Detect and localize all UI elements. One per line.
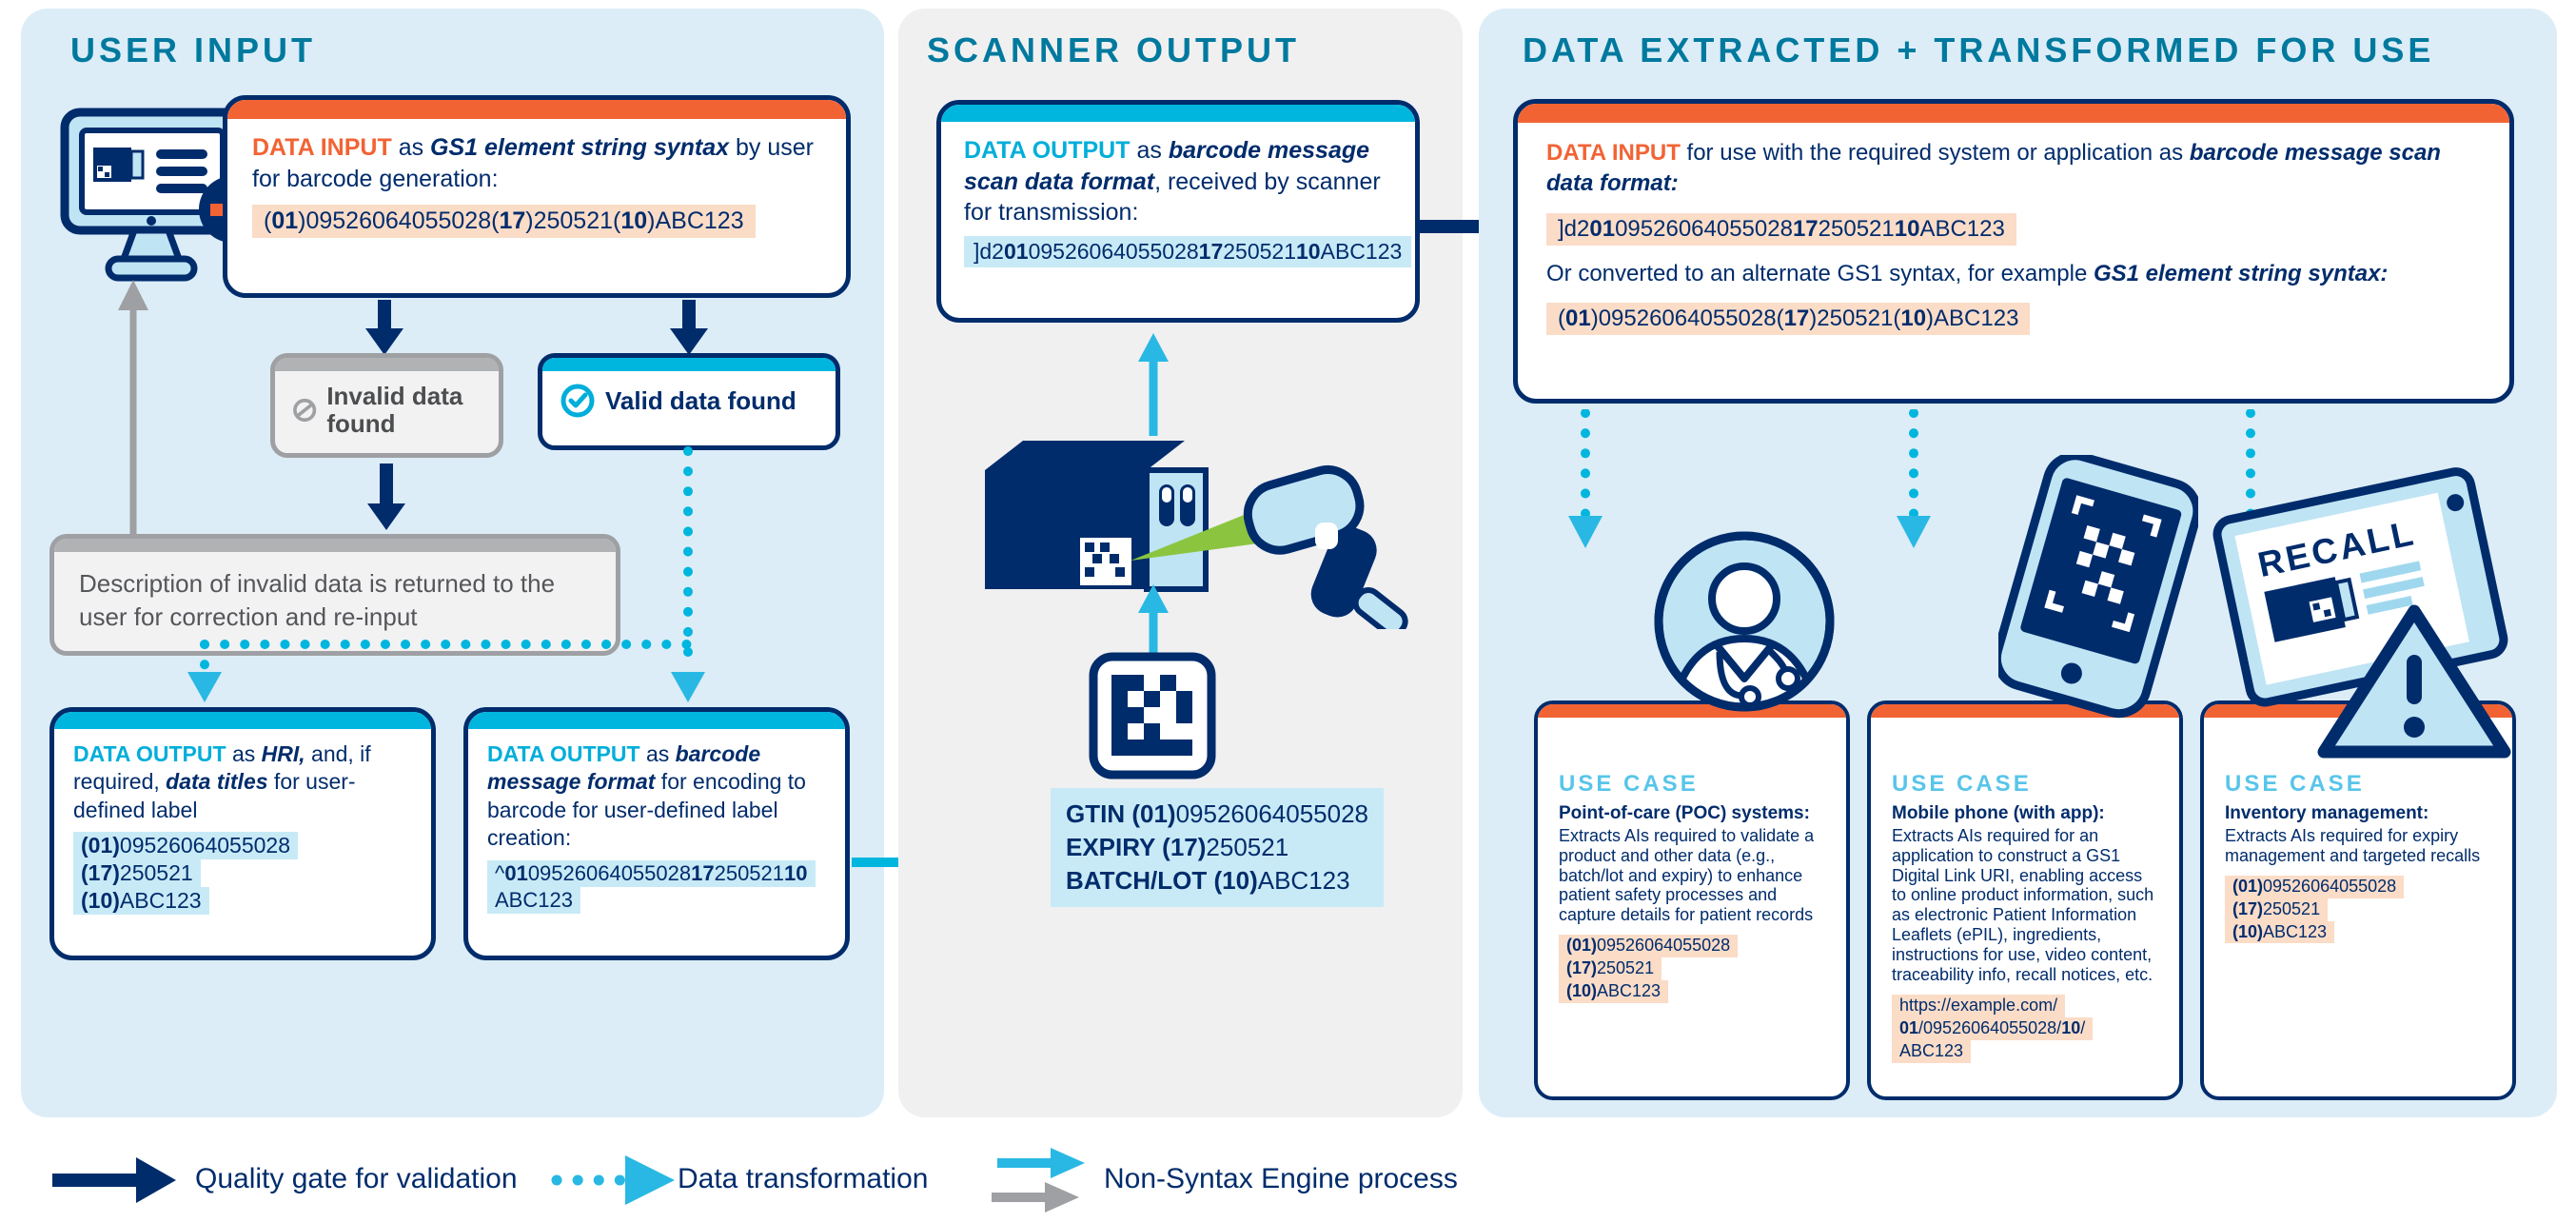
element-string-code: (01)09526064055028(17)250521(10)ABC123 bbox=[252, 205, 756, 238]
scanner-box-top-bar bbox=[941, 105, 1415, 122]
invalid-icon bbox=[293, 398, 317, 422]
invalid-box-top-bar bbox=[275, 358, 499, 371]
use-case-card-inventory: USE CASE Inventory management: Extracts … bbox=[2200, 700, 2516, 1100]
valid-data-box: Valid data found bbox=[538, 353, 840, 450]
invalid-label: Invalid data found bbox=[326, 382, 463, 438]
user-input-title: USER INPUT bbox=[70, 30, 317, 69]
batch-lot-line: BATCH/LOT (10)ABC123 bbox=[1066, 866, 1350, 896]
valid-label: Valid data found bbox=[605, 385, 796, 415]
barcode-format-code-line: ^01095260640550281725052110 bbox=[487, 859, 816, 887]
scanner-output-title: SCANNER OUTPUT bbox=[927, 30, 1301, 69]
extracted-element-code: (01)09526064055028(17)250521(10)ABC123 bbox=[1546, 303, 2031, 336]
poc-code-line: (10)ABC123 bbox=[1559, 980, 1669, 1004]
invalid-description-text: Description of invalid data is returned … bbox=[79, 569, 556, 632]
valid-check-icon bbox=[560, 384, 595, 418]
hri-box-top-bar bbox=[54, 712, 431, 729]
legend-non-syntax-label: Non-Syntax Engine process bbox=[1104, 1163, 1458, 1194]
non-syntax-process-arrows-icon bbox=[992, 1148, 1085, 1213]
use-case-body-mobile: Extracts AIs required for an application… bbox=[1892, 825, 2154, 984]
datamatrix-barcode-icon bbox=[1089, 652, 1216, 779]
extracted-scan-code: ]d201095260640550281725052110ABC123 bbox=[1546, 212, 2016, 246]
validation-arrow-to-description bbox=[367, 464, 405, 530]
barcode-format-heading: DATA OUTPUT as barcode message format fo… bbox=[487, 741, 806, 851]
mobile-phone-icon bbox=[1998, 455, 2198, 719]
package-scanner-icon bbox=[985, 441, 1408, 629]
invalid-description-box: Description of invalid data is returned … bbox=[49, 534, 620, 656]
extracted-data-input-box: DATA INPUT for use with the required sys… bbox=[1513, 99, 2514, 404]
expiry-line: EXPIRY (17)250521 bbox=[1066, 833, 1289, 862]
quality-gate-arrow-icon bbox=[52, 1157, 176, 1203]
use-case-label: USE CASE bbox=[1892, 771, 2032, 797]
extracted-subheading: Or converted to an alternate GS1 syntax,… bbox=[1546, 260, 2389, 286]
data-transformation-dotted-connector bbox=[187, 446, 705, 702]
re-input-gray-arrow bbox=[118, 280, 148, 535]
use-case-body-poc: Extracts AIs required to validate a prod… bbox=[1559, 825, 1815, 925]
description-box-top-bar bbox=[54, 539, 616, 552]
inventory-code-line: (01)09526064055028 bbox=[2225, 875, 2405, 898]
barcode-box-top-bar bbox=[468, 712, 845, 729]
poc-code-line: (17)250521 bbox=[1559, 957, 1662, 981]
use-case-card-mobile: USE CASE Mobile phone (with app): Extrac… bbox=[1867, 700, 2183, 1100]
use-case-body-inventory: Extracts AIs required for expiry managem… bbox=[2225, 825, 2481, 865]
use-case-title-mobile: Mobile phone (with app): bbox=[1892, 803, 2105, 823]
digital-link-line: ABC123 bbox=[1892, 1039, 1972, 1063]
barcode-format-code-line: ABC123 bbox=[487, 886, 580, 914]
extracted-heading: DATA INPUT for use with the required sys… bbox=[1546, 140, 2441, 197]
digital-link-line: 01/09526064055028/10/ bbox=[1892, 1016, 2094, 1040]
barcode-message-format-box: DATA OUTPUT as barcode message format fo… bbox=[463, 707, 850, 960]
hri-code-line: (17)250521 bbox=[73, 859, 201, 888]
data-input-box-top-bar bbox=[227, 100, 846, 119]
scan-up-arrow-1 bbox=[1138, 333, 1169, 436]
data-extracted-title: DATA EXTRACTED + TRANSFORMED FOR USE bbox=[1523, 30, 2435, 69]
scanner-data-output-box: DATA OUTPUT as barcode message scan data… bbox=[936, 100, 1420, 323]
transformation-dotted-arrow-1 bbox=[1568, 409, 1603, 548]
use-case-label: USE CASE bbox=[2225, 771, 2365, 797]
invalid-data-box: Invalid data found bbox=[270, 353, 503, 458]
use-case-title-inventory: Inventory management: bbox=[2225, 803, 2429, 823]
valid-box-top-bar bbox=[542, 358, 836, 371]
scan-data-code: ]d201095260640550281725052110ABC123 bbox=[964, 235, 1412, 267]
doctor-avatar-icon bbox=[1654, 531, 1835, 712]
hri-code-line: (01)09526064055028 bbox=[73, 832, 298, 860]
inventory-code-line: (17)250521 bbox=[2225, 898, 2329, 921]
validation-arrow-to-invalid bbox=[365, 300, 403, 355]
digital-link-line: https://example.com/ bbox=[1892, 994, 2066, 1017]
poc-code-line: (01)09526064055028 bbox=[1559, 935, 1739, 958]
data-input-heading: DATA INPUT as GS1 element string syntax … bbox=[252, 134, 814, 192]
legend-data-transformation-label: Data transformation bbox=[678, 1163, 929, 1194]
extracted-box-top-bar bbox=[1518, 104, 2509, 123]
data-input-box: DATA INPUT as GS1 element string syntax … bbox=[223, 95, 851, 298]
use-case-label: USE CASE bbox=[1559, 771, 1699, 797]
use-case-title-poc: Point-of-care (POC) systems: bbox=[1559, 803, 1810, 823]
inventory-code-line: (10)ABC123 bbox=[2225, 920, 2335, 944]
use-case-card-poc: USE CASE Point-of-care (POC) systems: Ex… bbox=[1534, 700, 1850, 1100]
data-transformation-arrow-icon bbox=[551, 1155, 675, 1205]
scan-up-arrow-2 bbox=[1138, 584, 1169, 653]
legend-quality-gate-label: Quality gate for validation bbox=[195, 1163, 518, 1194]
hri-code-line: (10)ABC123 bbox=[73, 887, 209, 916]
transformation-dotted-arrow-2 bbox=[1897, 409, 1931, 548]
validation-arrow-to-valid bbox=[670, 300, 708, 355]
hri-heading: DATA OUTPUT as HRI, and, if required, da… bbox=[73, 741, 371, 822]
gtin-line: GTIN (01)09526064055028 bbox=[1066, 799, 1369, 828]
recall-tablet-warning-icon: RECALL bbox=[2212, 467, 2511, 759]
hri-output-box: DATA OUTPUT as HRI, and, if required, da… bbox=[49, 707, 436, 960]
scan-result-block: GTIN (01)09526064055028 EXPIRY (17)25052… bbox=[1051, 788, 1385, 908]
scanner-output-heading: DATA OUTPUT as barcode message scan data… bbox=[964, 137, 1381, 226]
